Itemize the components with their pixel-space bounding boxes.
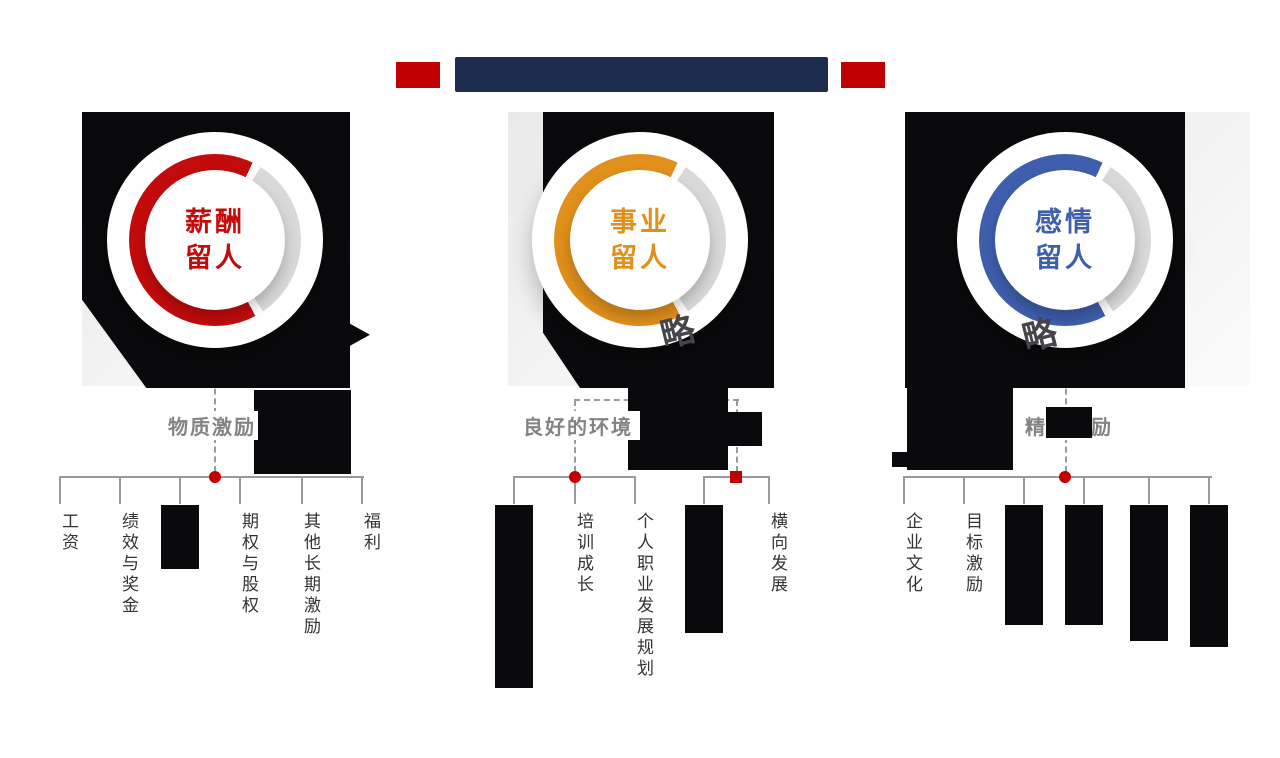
- junction-dot: [569, 471, 581, 483]
- artifact-blob: [254, 390, 351, 474]
- connector-drop: [963, 476, 965, 504]
- leaf-item: 福利: [361, 512, 380, 554]
- circle-title: 感情 留人: [1035, 204, 1095, 277]
- covered-leaf-blob: [1190, 505, 1228, 647]
- connector-drop: [634, 476, 636, 504]
- circle-inner: 事业 留人: [570, 170, 710, 310]
- leaf-item: 个人职业发展规划: [634, 512, 653, 680]
- junction-dot: [209, 471, 221, 483]
- circle-title-line2: 留人: [185, 243, 245, 273]
- leaf-item: 目标激励: [963, 512, 982, 596]
- cursor-arrow-artifact: [336, 316, 370, 352]
- title-bar: [455, 57, 828, 92]
- covered-leaf-blob: [1005, 505, 1043, 625]
- title-left-accent: [396, 62, 440, 88]
- leaf-item: 工资: [59, 512, 78, 554]
- circle-title-line2: 留人: [610, 243, 670, 273]
- artifact-blob-position-label: [704, 412, 762, 446]
- leaf-item: 其他长期激励: [301, 512, 320, 638]
- junction-square: [730, 471, 742, 483]
- connector-drop: [1148, 476, 1150, 504]
- connector-drop: [1023, 476, 1025, 504]
- circle-inner: 感情 留人: [995, 170, 1135, 310]
- branch-label-material: 物质激励: [166, 411, 258, 440]
- circle-inner: 薪酬 留人: [145, 170, 285, 310]
- branch-label-environment: 良好的环境: [516, 411, 640, 440]
- circle-title-line1: 事业: [610, 206, 670, 237]
- connector-drop: [301, 476, 303, 504]
- connector-drop: [1208, 476, 1210, 504]
- leaf-item: 企业文化: [903, 512, 922, 596]
- circle-title-line2: 留人: [1035, 243, 1095, 273]
- connector-drop: [239, 476, 241, 504]
- connector-line: [904, 476, 1212, 478]
- circle-salary: 薪酬 留人: [107, 132, 323, 348]
- circle-title-line1: 薪酬: [185, 206, 245, 237]
- leaf-item: 横向发展: [768, 512, 787, 596]
- circle-title-line1: 感情: [1035, 206, 1095, 237]
- connector-drop: [703, 476, 705, 504]
- artifact-blob: [1046, 407, 1092, 438]
- artifact-blob: [907, 387, 1013, 470]
- circle-title: 薪酬 留人: [185, 204, 245, 277]
- covered-leaf-blob: [685, 505, 723, 633]
- junction-dot: [1059, 471, 1071, 483]
- connector-drop: [1083, 476, 1085, 504]
- leaf-item: 绩效与奖金: [119, 512, 138, 617]
- connector-drop: [768, 476, 770, 504]
- connector-drop: [574, 476, 576, 504]
- leaf-item: 培训成长: [574, 512, 593, 596]
- title-right-accent: [841, 62, 885, 88]
- circle-title: 事业 留人: [610, 204, 670, 277]
- connector-drop: [903, 476, 905, 504]
- circle-career: 事业 留人: [532, 132, 748, 348]
- circle-emotion: 感情 留人: [957, 132, 1173, 348]
- connector-drop: [119, 476, 121, 504]
- connector-drop: [179, 476, 181, 504]
- leaf-item: 期权与股权: [239, 512, 258, 617]
- connector-drop: [361, 476, 363, 504]
- artifact-blob: [892, 452, 918, 467]
- covered-leaf-blob: [1130, 505, 1168, 641]
- covered-leaf-blob: [1065, 505, 1103, 625]
- covered-leaf-blob: [495, 505, 533, 688]
- connector-drop: [513, 476, 515, 504]
- connector-drop: [59, 476, 61, 504]
- covered-leaf-blob: [161, 505, 199, 569]
